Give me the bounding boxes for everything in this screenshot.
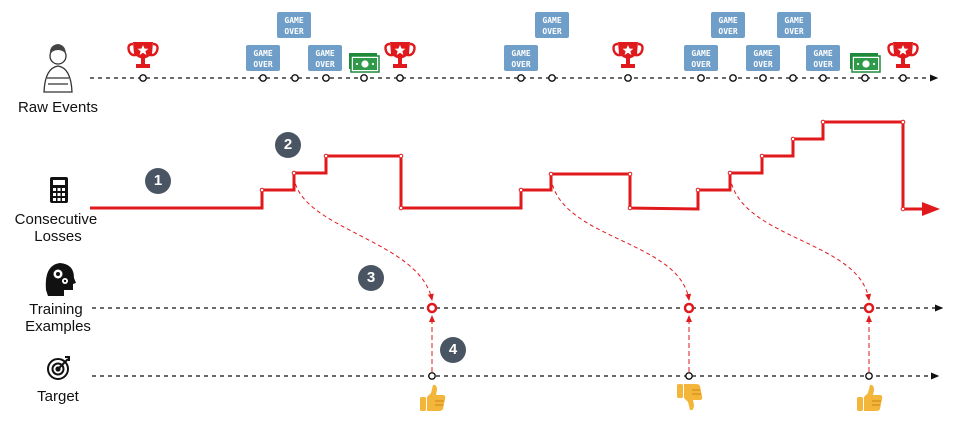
step-badge-3: 3 [358,265,384,291]
game-over-icon [746,45,780,71]
game-over-icon [684,45,718,71]
consecutive-losses-arrowhead [922,202,940,216]
step-points [259,119,906,212]
event-icons [127,12,919,73]
game-over-icon [711,12,745,38]
thumbs-up-icon [419,384,446,412]
game-over-icon [777,12,811,38]
consecutive-losses-step-line [90,120,926,211]
game-over-icon [277,12,311,38]
trophy-icon [384,40,416,70]
trophy-icon [127,40,159,70]
target-label: Target [37,388,80,405]
trophy-icon [612,40,644,70]
game-over-icon [806,45,840,71]
training-examples-label: Training Examples [25,301,91,335]
head-gears-icon [45,263,76,296]
step-badge-4: 4 [440,337,466,363]
money-icon [849,52,881,73]
thumbs-down-icon [676,383,703,411]
training-example-points [426,302,875,314]
trophy-icon [887,40,919,70]
raw-event-milestones [139,74,907,82]
game-over-icon [504,45,538,71]
game-over-icon [308,45,342,71]
step-badge-2: 2 [275,132,301,158]
raw-events-label: Raw Events [18,99,98,116]
game-over-icon [246,45,280,71]
target-icon [47,356,70,380]
raw-events-icon [43,44,73,93]
target-link-arrows [429,315,872,372]
calculator-icon [50,177,68,203]
game-over-icon [535,12,569,38]
consecutive-losses-label: Consecutive Losses [15,211,102,245]
money-icon [348,52,380,73]
thumbs-up-icon [856,384,883,412]
step-badge-1: 1 [145,168,171,194]
feature-flow-arrows [293,176,872,301]
